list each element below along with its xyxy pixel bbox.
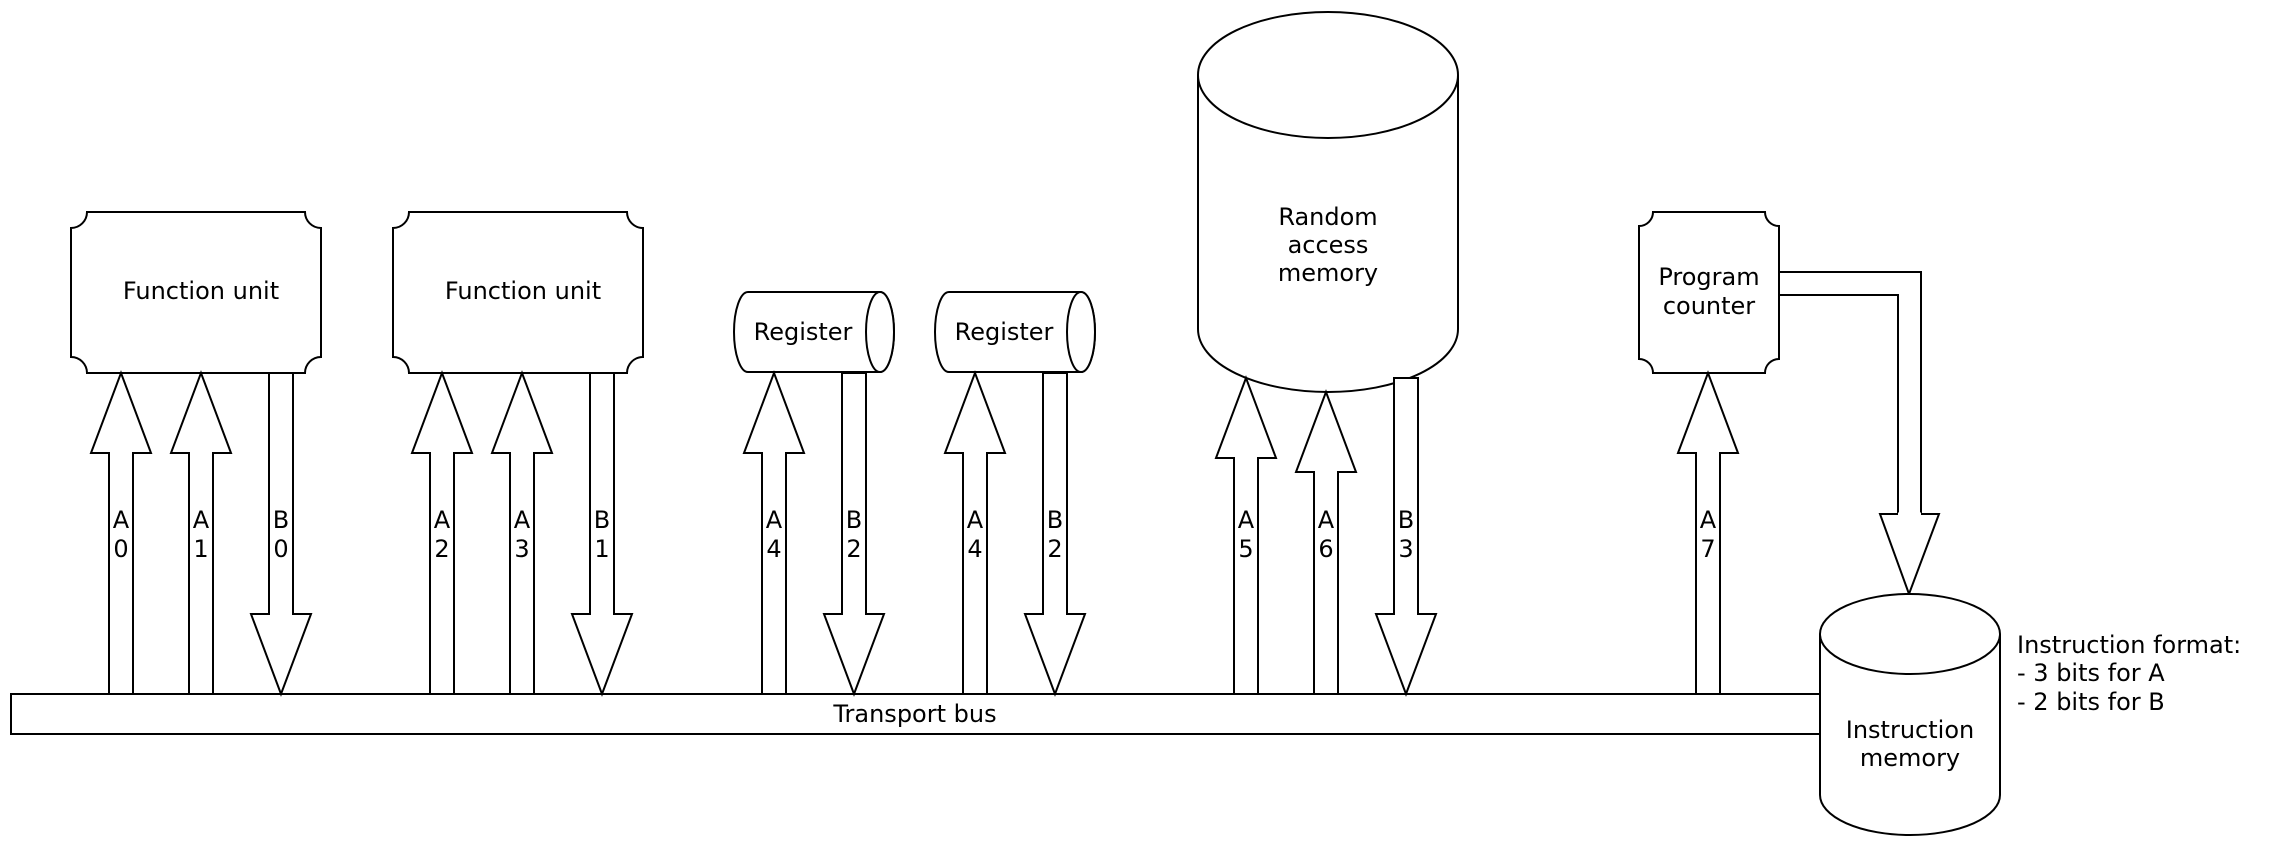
program-counter-label-line-1: Program (1658, 263, 1759, 291)
port-letter: B (1398, 506, 1414, 534)
port-letter: A (1238, 506, 1255, 534)
register-2: Register (934, 291, 1096, 373)
register-2-label: Register (955, 318, 1054, 346)
instruction-memory-label-line-1: Instruction (1846, 716, 1974, 744)
up-arrow-icon (169, 370, 233, 695)
port-index: 5 (1238, 535, 1253, 563)
up-arrow-icon (410, 370, 474, 695)
ram-label-line-2: access (1288, 231, 1369, 259)
function-unit-1: Function unit (70, 211, 322, 374)
function-unit-2-label: Function unit (445, 277, 601, 305)
port-a0-up-arrow-1: A0 (89, 370, 153, 695)
down-arrow-icon (1023, 372, 1087, 697)
port-index: 0 (273, 535, 288, 563)
port-b3-down-arrow-13: B3 (1374, 377, 1438, 697)
port-index: 2 (846, 535, 861, 563)
port-index: 1 (193, 535, 208, 563)
port-letter: A (766, 506, 783, 534)
port-a6-up-arrow-12: A6 (1294, 389, 1358, 695)
transport-bus-label: Transport bus (832, 700, 996, 728)
port-index: 3 (514, 535, 529, 563)
down-arrow-icon (249, 372, 313, 697)
down-arrow-icon (570, 372, 634, 697)
up-arrow-icon (943, 370, 1007, 695)
port-a1-up-arrow-2: A1 (169, 370, 233, 695)
port-a7-up-arrow-14: A7 (1676, 370, 1740, 695)
up-arrow-icon (1676, 370, 1740, 695)
pc-to-instruction-memory-arrow (1779, 271, 1941, 597)
port-b1-down-arrow-6: B1 (570, 372, 634, 697)
port-a2-up-arrow-4: A2 (410, 370, 474, 695)
port-letter: A (514, 506, 531, 534)
up-arrow-icon (490, 370, 554, 695)
program-counter: Program counter (1638, 211, 1780, 374)
instruction-format-b-bits: - 2 bits for B (2017, 688, 2165, 716)
port-index: 6 (1318, 535, 1333, 563)
ram-label-line-3: memory (1278, 259, 1378, 287)
port-index: 2 (434, 535, 449, 563)
port-a4-up-arrow-9: A4 (943, 370, 1007, 695)
port-letter: A (193, 506, 210, 534)
function-unit-1-label: Function unit (123, 277, 279, 305)
port-index: 2 (1047, 535, 1062, 563)
instruction-format-title: Instruction format: (2017, 631, 2241, 659)
ram-label-line-1: Random (1278, 203, 1377, 231)
port-index: 1 (594, 535, 609, 563)
program-counter-label-line-2: counter (1663, 292, 1755, 320)
port-b0-down-arrow-3: B0 (249, 372, 313, 697)
instruction-memory: Instruction memory (1819, 593, 2001, 836)
instruction-format-note: Instruction format: - 3 bits for A - 2 b… (2017, 631, 2241, 716)
port-b2-down-arrow-10: B2 (1023, 372, 1087, 697)
down-arrow-icon (822, 372, 886, 697)
port-index: 4 (766, 535, 781, 563)
up-arrow-icon (1294, 389, 1358, 695)
port-a4-up-arrow-7: A4 (742, 370, 806, 695)
port-a3-up-arrow-5: A3 (490, 370, 554, 695)
transport-bus: Transport bus (10, 693, 1827, 735)
port-a5-up-arrow-11: A5 (1214, 375, 1278, 695)
port-letter: A (967, 506, 984, 534)
port-letter: A (1318, 506, 1335, 534)
port-letter: B (594, 506, 610, 534)
register-1: Register (733, 291, 895, 373)
port-b2-down-arrow-8: B2 (822, 372, 886, 697)
port-letter: A (434, 506, 451, 534)
instruction-format-a-bits: - 3 bits for A (2017, 659, 2165, 687)
port-letter: B (273, 506, 289, 534)
register-1-label: Register (754, 318, 853, 346)
port-letter: A (1700, 506, 1717, 534)
port-letter: A (113, 506, 130, 534)
port-letter: B (1047, 506, 1063, 534)
up-arrow-icon (1214, 375, 1278, 695)
up-arrow-icon (89, 370, 153, 695)
instruction-memory-label-line-2: memory (1860, 744, 1960, 772)
port-index: 4 (967, 535, 982, 563)
down-arrow-icon (1374, 377, 1438, 697)
port-index: 3 (1398, 535, 1413, 563)
up-arrow-icon (742, 370, 806, 695)
port-index: 7 (1700, 535, 1715, 563)
function-unit-2: Function unit (392, 211, 644, 374)
port-letter: B (846, 506, 862, 534)
port-index: 0 (113, 535, 128, 563)
random-access-memory: Random access memory (1197, 11, 1459, 393)
